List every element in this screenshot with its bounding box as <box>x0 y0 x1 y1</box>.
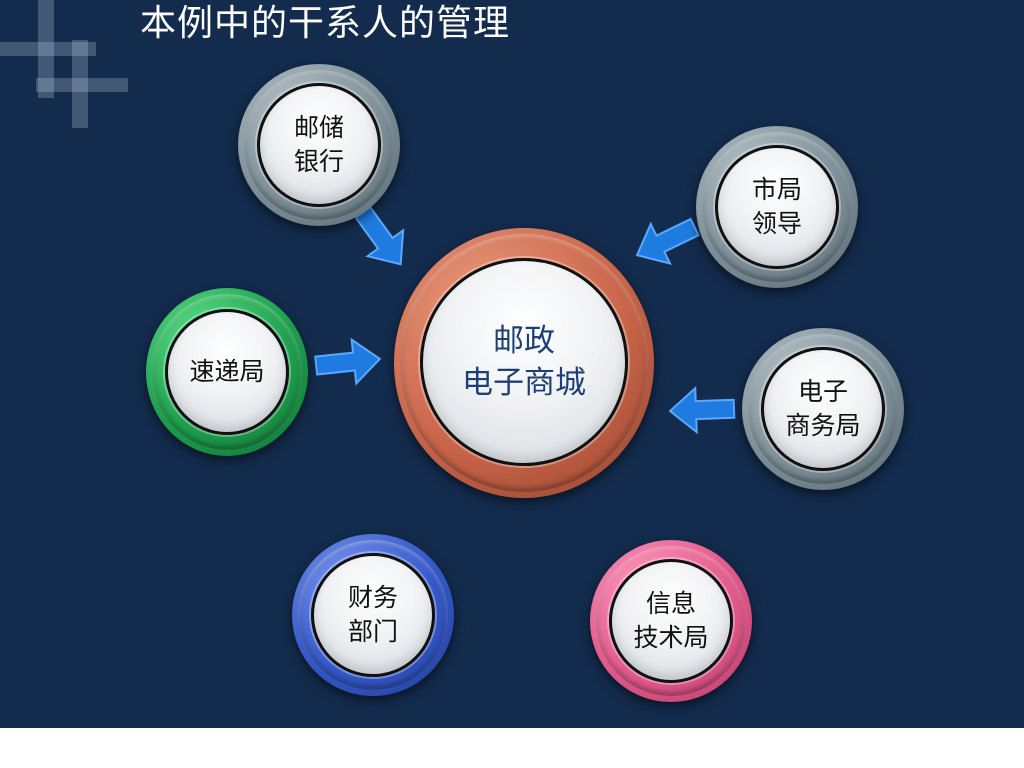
node-postal-savings-bank: 邮储 银行 <box>238 64 400 226</box>
node-postal-savings-bank-face: 邮储 银行 <box>257 83 381 207</box>
center-node-label-line2: 电子商城 <box>462 365 586 401</box>
center-node: 邮政 电子商城 <box>394 228 654 498</box>
decor-bar-h2 <box>36 78 128 92</box>
node-city-bureau-leaders: 市局 领导 <box>696 126 858 288</box>
node-express-bureau: 速递局 <box>146 288 308 456</box>
arrow-from-e-commerce-bureau <box>668 385 736 435</box>
node-it-bureau: 信息 技术局 <box>590 540 752 702</box>
node-e-commerce-bureau-face: 电子 商务局 <box>761 347 885 471</box>
node-postal-savings-bank-label-line1: 邮储 <box>293 113 344 142</box>
node-finance-department-label-line2: 部门 <box>347 617 398 646</box>
decor-bar-v2 <box>72 40 88 128</box>
node-finance-department: 财务 部门 <box>292 534 454 696</box>
node-city-bureau-leaders-label-line1: 市局 <box>751 175 802 204</box>
node-it-bureau-face: 信息 技术局 <box>609 559 733 683</box>
node-e-commerce-bureau-label-line1: 电子 <box>797 377 848 406</box>
center-node-face: 邮政 电子商城 <box>420 258 628 466</box>
decor-bar-v1 <box>38 0 54 98</box>
node-finance-department-face: 财务 部门 <box>311 553 435 677</box>
arrow-from-postal-savings-bank <box>354 205 405 266</box>
node-postal-savings-bank-label-line2: 银行 <box>293 147 344 176</box>
node-it-bureau-label-line1: 信息 <box>645 589 696 618</box>
decor-bar-h1 <box>0 42 96 56</box>
node-city-bureau-leaders-label-line2: 领导 <box>751 209 802 238</box>
node-express-bureau-label: 速递局 <box>189 357 265 386</box>
node-finance-department-label-line1: 财务 <box>347 583 398 612</box>
node-express-bureau-face: 速递局 <box>165 309 289 435</box>
node-e-commerce-bureau: 电子 商务局 <box>742 328 904 490</box>
arrow-from-express-bureau <box>314 337 382 386</box>
center-node-label-line1: 邮政 <box>493 323 555 359</box>
arrow-from-city-bureau-leaders <box>635 217 700 266</box>
node-city-bureau-leaders-face: 市局 领导 <box>715 145 839 269</box>
slide-title: 本例中的干系人的管理 <box>140 3 511 44</box>
arrow-layer <box>314 205 736 435</box>
node-it-bureau-label-line2: 技术局 <box>633 623 709 652</box>
slide-canvas: 本例中的干系人的管理 邮政 电子商城 邮储 银行 市局 <box>0 0 1024 728</box>
node-e-commerce-bureau-label-line2: 商务局 <box>785 411 861 440</box>
